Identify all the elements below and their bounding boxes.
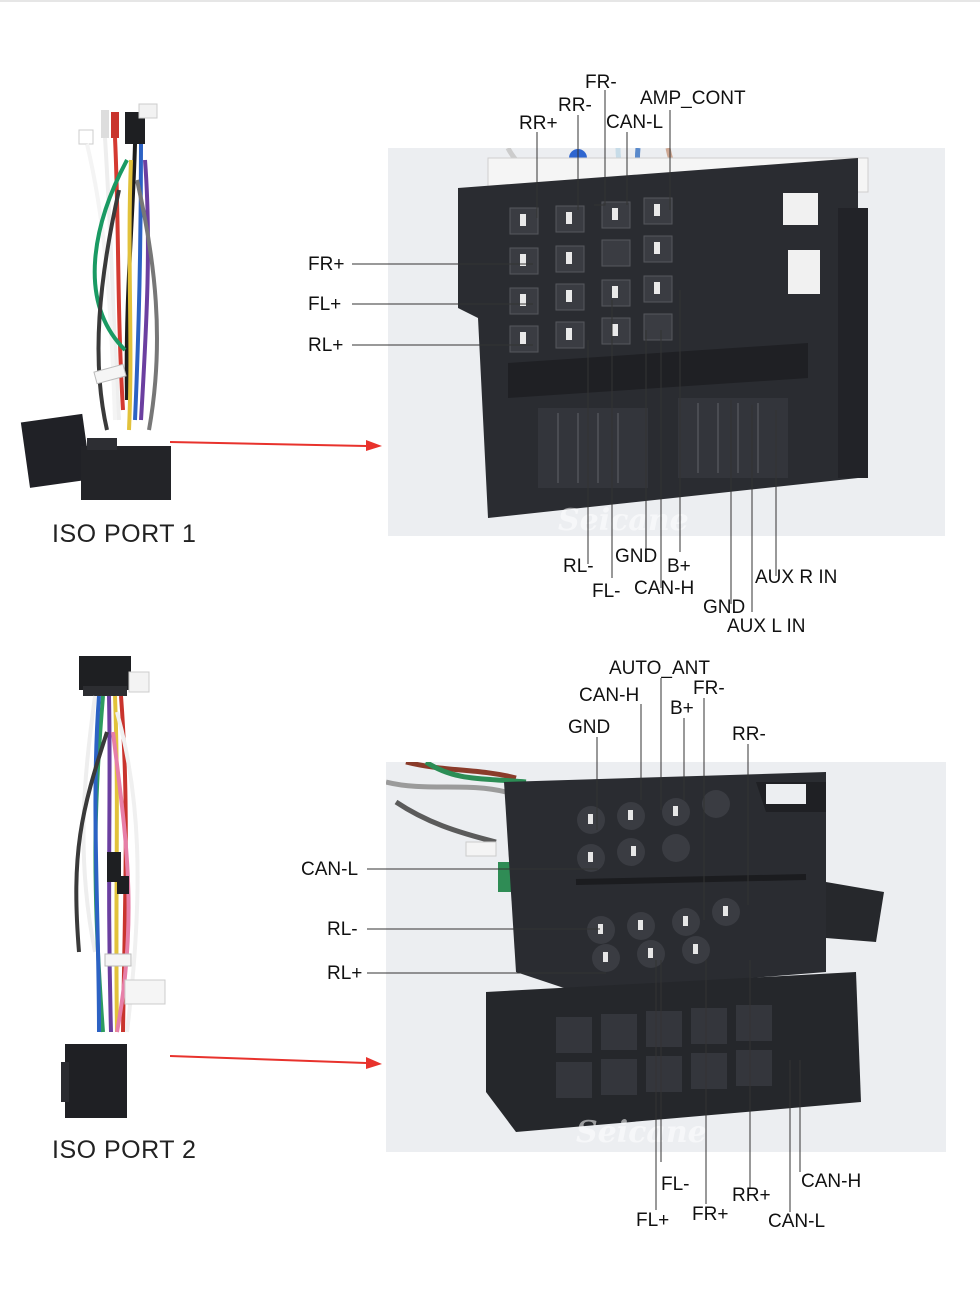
p1-label-fl-plus: FL+ xyxy=(308,294,341,315)
p2-label-rr-plus: RR+ xyxy=(732,1185,771,1206)
p1-label-aux-l-in: AUX L IN xyxy=(727,616,806,637)
p1-label-can-h: CAN-H xyxy=(634,578,694,599)
p1-label-fr-plus: FR+ xyxy=(308,254,344,275)
p2-label-b-plus: B+ xyxy=(670,698,694,719)
iso-port-1-pin-labels: FR- RR- AMP_CONT RR+ CAN-L FR+ FL+ RL+ R… xyxy=(308,72,837,637)
p1-label-b-plus: B+ xyxy=(667,556,691,577)
harness-1-photo xyxy=(20,103,171,500)
arrow-1 xyxy=(170,440,382,451)
p1-label-fl-minus: FL- xyxy=(592,581,621,602)
p2-label-fr-minus: FR- xyxy=(693,678,725,699)
port-2-title: ISO PORT 2 xyxy=(52,1136,197,1164)
p2-label-can-h-bottom: CAN-H xyxy=(801,1171,861,1192)
port-1-title: ISO PORT 1 xyxy=(52,520,197,548)
p2-label-can-h-top: CAN-H xyxy=(579,685,639,706)
p2-label-rl-plus: RL+ xyxy=(327,963,362,984)
p2-label-rr-minus: RR- xyxy=(732,724,766,745)
p2-label-gnd: GND xyxy=(568,717,610,738)
arrow-2 xyxy=(170,1055,382,1069)
top-divider xyxy=(0,0,980,2)
p1-label-rl-minus: RL- xyxy=(563,556,594,577)
p2-label-auto-ant: AUTO_ANT xyxy=(609,658,710,679)
p1-label-gnd-a: GND xyxy=(615,546,657,567)
p1-label-rl-plus: RL+ xyxy=(308,335,343,356)
p1-label-amp-cont: AMP_CONT xyxy=(640,88,746,109)
p1-label-fr-minus: FR- xyxy=(585,72,617,93)
harness-2-photo xyxy=(61,656,166,1118)
p1-label-rr-minus: RR- xyxy=(558,95,592,116)
p1-label-can-l: CAN-L xyxy=(606,112,663,133)
watermark-1: Seicane xyxy=(558,503,689,536)
p2-label-rl-minus: RL- xyxy=(327,919,358,940)
p2-label-fl-plus: FL+ xyxy=(636,1210,669,1231)
iso-port-1-connector-photo: Seicane xyxy=(388,148,945,536)
p2-label-fl-minus: FL- xyxy=(661,1174,690,1195)
iso-port-2-pin-labels: AUTO_ANT CAN-H FR- B+ GND RR- CAN-L RL- … xyxy=(301,658,861,1232)
p1-label-rr-plus: RR+ xyxy=(519,113,558,134)
p1-label-aux-r-in: AUX R IN xyxy=(755,567,837,588)
iso-port-2-connector-photo: Seicane xyxy=(386,762,946,1152)
p2-label-can-l-bottom: CAN-L xyxy=(768,1211,825,1232)
watermark-2: Seicane xyxy=(576,1115,707,1150)
p2-label-can-l-left: CAN-L xyxy=(301,859,358,880)
p2-label-fr-plus: FR+ xyxy=(692,1204,728,1225)
p1-label-gnd-b: GND xyxy=(703,597,745,618)
